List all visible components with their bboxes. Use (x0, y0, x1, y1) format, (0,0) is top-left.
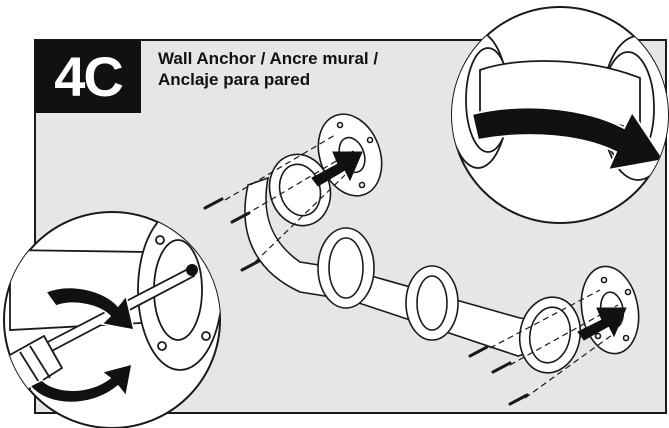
flange-rotation-detail (452, 31, 668, 181)
rotate-arrow-screwdriver (44, 286, 135, 331)
mounting-screws (203, 197, 529, 406)
step-number-badge: 4C (35, 40, 141, 113)
rotate-arrow-screwdriver-lower (28, 362, 133, 404)
step-title: Wall Anchor / Ancre mural / Anclaje para… (158, 48, 458, 90)
step-title-line-2: Anclaje para pared (158, 70, 311, 89)
step-title-line-1: Wall Anchor / Ancre mural / (158, 49, 379, 68)
insert-arrow-right (577, 307, 627, 341)
grab-bar (244, 153, 582, 374)
screwdriver-tightening-detail (6, 212, 220, 404)
step-number: 4C (54, 45, 124, 108)
insert-arrow-left (311, 151, 363, 187)
